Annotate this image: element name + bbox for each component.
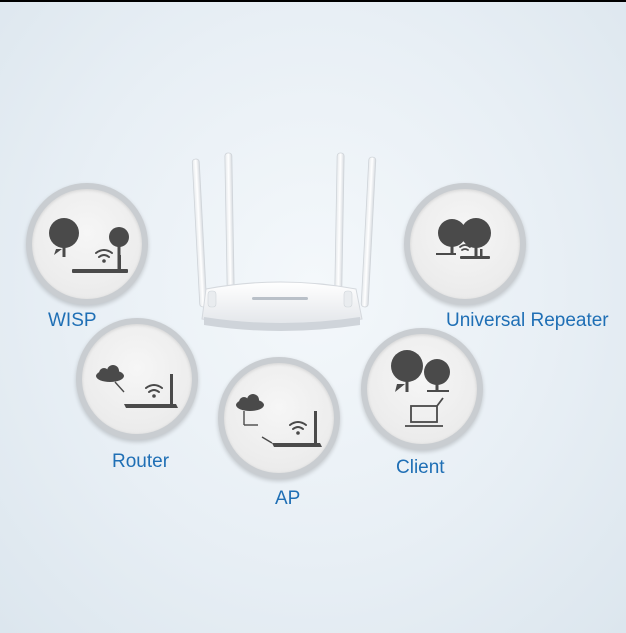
cloud-icon xyxy=(96,365,124,382)
ap-label: AP xyxy=(275,488,301,509)
wifi-icon xyxy=(145,384,163,398)
laptop-icon xyxy=(405,397,444,427)
client-label: Client xyxy=(396,457,445,478)
router-icon xyxy=(460,249,490,259)
ap-mode-circle xyxy=(218,357,340,479)
router-icon xyxy=(272,411,322,447)
wifi-icon xyxy=(95,249,113,263)
wifi-icon xyxy=(459,244,471,251)
wisp-label: WISP xyxy=(48,310,97,331)
router-mode-circle xyxy=(76,318,198,440)
cloud-icon xyxy=(236,394,264,411)
tree-icon xyxy=(49,218,79,257)
client-mode-circle xyxy=(361,328,483,450)
router-icon xyxy=(72,255,128,273)
wisp-mode-circle xyxy=(26,183,148,305)
universal-repeater-label: Universal Repeater xyxy=(446,310,609,331)
universal-repeater-mode-circle xyxy=(404,183,526,305)
wifi-icon xyxy=(289,421,307,435)
router-device-image xyxy=(191,152,377,331)
tree-icon xyxy=(391,350,450,392)
router-label: Router xyxy=(112,451,170,472)
router-icon xyxy=(124,374,178,408)
tree-icon xyxy=(436,218,491,257)
